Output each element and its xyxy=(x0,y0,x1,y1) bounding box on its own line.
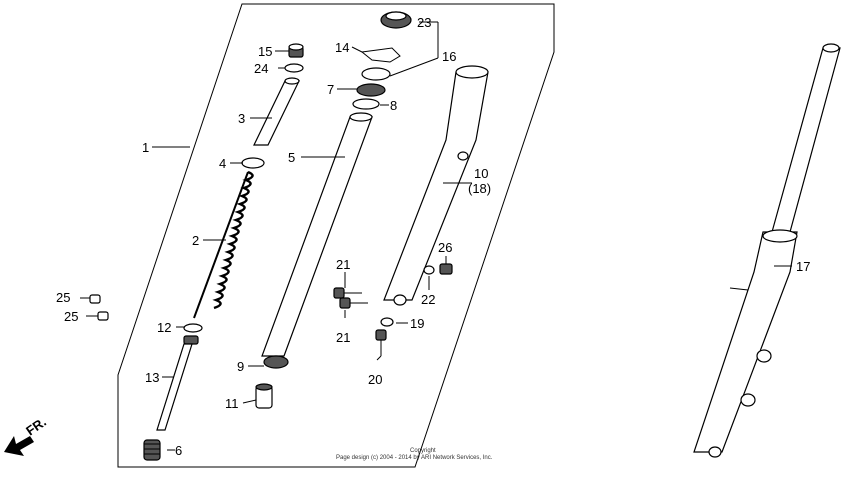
label-part-12: 12 xyxy=(157,320,171,335)
label-part-3: 3 xyxy=(238,111,245,126)
part-16-oil-seal[interactable] xyxy=(361,67,391,81)
label-part-17: 17 xyxy=(796,259,810,274)
label-part-18: (18) xyxy=(468,181,491,196)
label-part-6: 6 xyxy=(175,443,182,458)
label-part-22: 22 xyxy=(421,292,435,307)
label-part-13: 13 xyxy=(145,370,159,385)
part-11-oil-lock-piece[interactable] xyxy=(255,383,273,409)
part-25-cap-lower[interactable] xyxy=(97,311,109,321)
part-21-bolt-lower[interactable] xyxy=(339,297,368,309)
label-part-8: 8 xyxy=(390,98,397,113)
part-9-slider-bushing[interactable] xyxy=(263,355,289,369)
label-part-9: 9 xyxy=(237,359,244,374)
part-3-spacer[interactable] xyxy=(253,77,300,146)
label-part-1: 1 xyxy=(142,140,149,155)
part-25-cap-upper[interactable] xyxy=(89,294,101,304)
part-4-seat[interactable] xyxy=(241,157,265,169)
label-part-20: 20 xyxy=(368,372,382,387)
label-part-10: 10 xyxy=(474,166,488,181)
part-20-socket-bolt[interactable] xyxy=(375,329,387,356)
label-part-11: 11 xyxy=(225,396,239,411)
label-part-5: 5 xyxy=(288,150,295,165)
label-part-15: 15 xyxy=(258,44,272,59)
part-24-o-ring[interactable] xyxy=(284,63,304,73)
part-14-circlip[interactable] xyxy=(360,47,401,63)
part-17-fork-assembly[interactable] xyxy=(693,43,841,458)
part-21-bolt-upper[interactable] xyxy=(333,287,362,299)
part-8-guide-bushing[interactable] xyxy=(352,98,380,110)
label-part-25-upper: 25 xyxy=(56,290,70,305)
label-part-7: 7 xyxy=(327,82,334,97)
part-23-dust-seal[interactable] xyxy=(380,11,412,29)
label-part-19: 19 xyxy=(410,316,424,331)
part-12-ring[interactable] xyxy=(183,323,203,333)
label-part-21-upper: 21 xyxy=(336,257,350,272)
label-part-14: 14 xyxy=(335,40,349,55)
label-part-25-lower: 25 xyxy=(64,309,78,324)
label-part-26: 26 xyxy=(438,240,452,255)
part-7-back-up-ring[interactable] xyxy=(356,83,386,97)
label-part-24: 24 xyxy=(254,61,268,76)
part-2-fork-spring[interactable] xyxy=(193,170,254,319)
front-direction-label: FR. xyxy=(23,414,49,438)
label-part-4: 4 xyxy=(219,156,226,171)
part-5-fork-tube[interactable] xyxy=(261,112,373,357)
part-13-damper-rod[interactable] xyxy=(156,335,199,431)
label-part-2: 2 xyxy=(192,233,199,248)
leader-lines xyxy=(80,21,792,451)
part-19-sealing-washer[interactable] xyxy=(380,317,394,327)
front-direction-arrow-icon xyxy=(4,436,34,456)
part-15-cap-bolt[interactable] xyxy=(288,43,304,58)
label-part-23: 23 xyxy=(417,15,431,30)
part-22-washer[interactable] xyxy=(423,265,435,275)
copyright-notice: Page design (c) 2004 - 2014 by ARI Netwo… xyxy=(336,455,493,461)
copyright-title: Copyright xyxy=(410,448,436,454)
part-26-bolt[interactable] xyxy=(439,263,453,275)
label-part-21-lower: 21 xyxy=(336,330,350,345)
diagram-frame xyxy=(117,3,555,468)
label-part-16: 16 xyxy=(442,49,456,64)
part-6-rebound-spring[interactable] xyxy=(143,439,161,461)
part-10-fork-slider[interactable] xyxy=(383,65,489,306)
